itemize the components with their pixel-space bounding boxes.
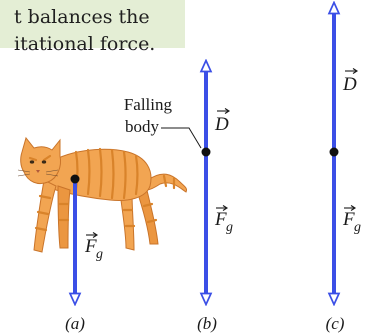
gravity-label-a: F g (84, 233, 103, 263)
body-point-c (330, 148, 339, 157)
drag-symbol-c: D (342, 74, 357, 95)
falling-body-line-2: body (125, 117, 160, 136)
body-point-b (202, 148, 211, 157)
falling-body-label: Falling body (124, 95, 201, 148)
panel-label-a: (a) (65, 314, 85, 333)
drag-label-b: D (214, 109, 229, 136)
gravity-label-b: F g (214, 206, 233, 236)
gravity-subscript-b: g (226, 220, 233, 235)
body-point-a (71, 175, 80, 184)
gravity-label-c: F g (342, 206, 361, 236)
drag-label-c: D (342, 69, 357, 96)
panel-label-b: (b) (197, 314, 217, 333)
drag-symbol-b: D (214, 114, 229, 135)
cat-illustration (18, 138, 187, 252)
falling-body-line-1: Falling (124, 95, 173, 114)
panel-label-c: (c) (326, 314, 345, 333)
gravity-subscript-c: g (354, 220, 361, 235)
gravity-subscript-a: g (96, 247, 103, 262)
